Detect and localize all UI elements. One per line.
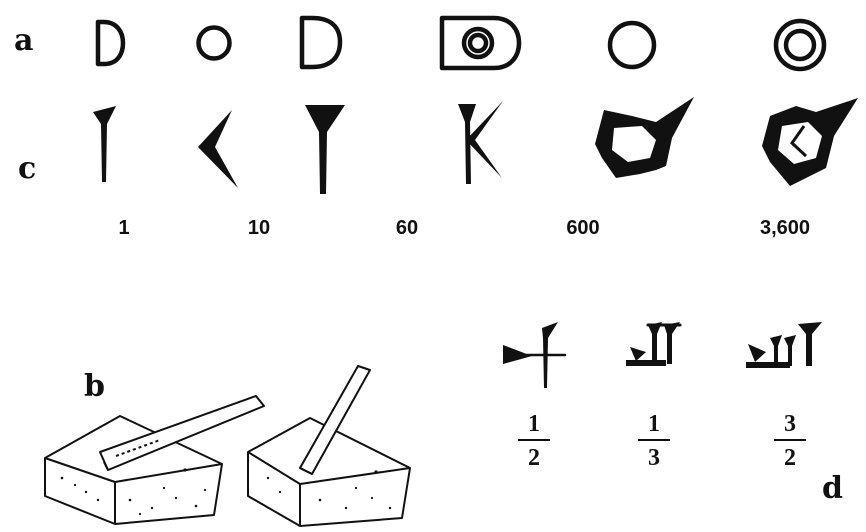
fraction-denominator: 3 [634, 441, 674, 470]
numeral-value-3600: 3,600 [760, 218, 810, 238]
three-halves-sign-icon [746, 322, 822, 368]
large-cone-with-circle-token-icon [442, 18, 519, 68]
fraction-third: 1 3 [634, 412, 674, 470]
corner-wedge-icon [198, 110, 238, 188]
numeral-value-1: 1 [118, 218, 129, 238]
numeral-value-60: 60 [396, 218, 418, 238]
third-sign-icon [626, 322, 680, 366]
fraction-three-halves: 3 2 [770, 412, 810, 470]
sphere-token-icon [199, 28, 230, 59]
large-sphere-with-circle-token-icon [776, 21, 824, 69]
fraction-numerator: 1 [514, 412, 554, 439]
vertical-wedge-icon [93, 106, 116, 182]
fraction-denominator: 2 [770, 441, 810, 470]
fraction-numerator: 3 [770, 412, 810, 439]
large-cone-token-icon [302, 18, 340, 67]
large-sphere-token-icon [610, 23, 654, 67]
large-vertical-wedge-icon [305, 105, 345, 194]
fraction-numerator: 1 [634, 412, 674, 439]
numeral-value-600: 600 [566, 218, 599, 238]
half-sign-icon [503, 322, 565, 388]
fraction-denominator: 2 [514, 441, 554, 470]
wedge-with-corner-icon [458, 101, 503, 184]
small-cone-token-icon [98, 22, 123, 64]
fraction-half: 1 2 [514, 412, 554, 470]
numeral-value-10: 10 [248, 218, 270, 238]
